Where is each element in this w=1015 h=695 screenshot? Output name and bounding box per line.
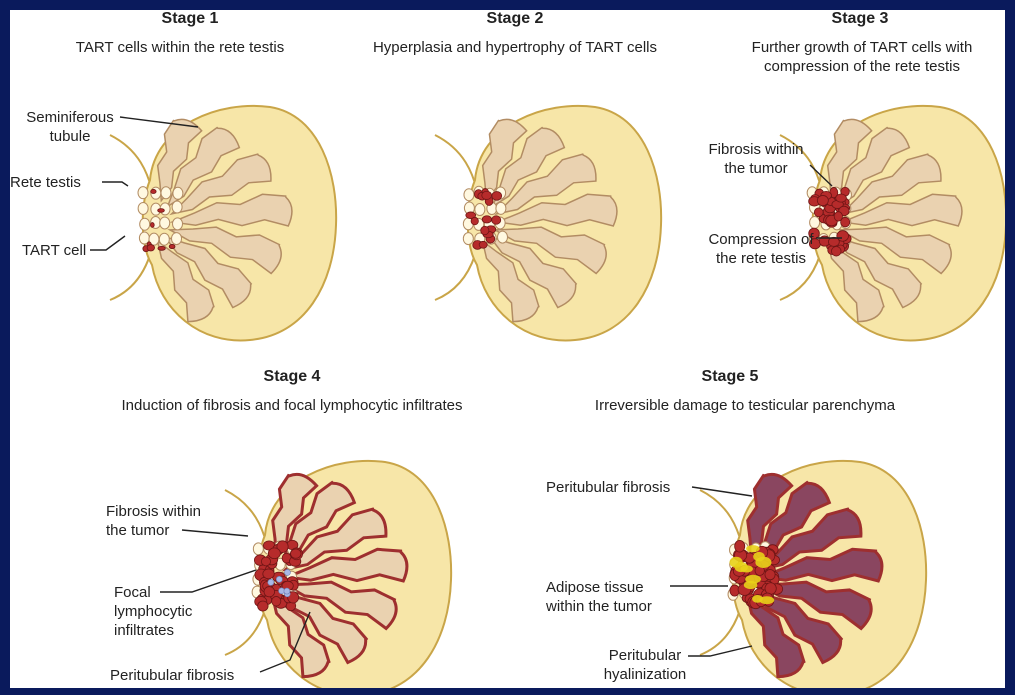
leader-peritubular-fibrosis-stage4 <box>260 612 310 672</box>
label-fibrosis-within-tumor-stage4: Fibrosis within the tumor <box>106 502 216 540</box>
label-rete-testis: Rete testis <box>10 173 81 192</box>
diagram-frame: Stage 1 TART cells within the rete testi… <box>10 10 1005 688</box>
label-tart-cell: TART cell <box>22 241 86 260</box>
leader-seminiferous-tubule <box>120 117 198 127</box>
leader-tart-cell <box>90 236 125 250</box>
label-seminiferous-tubule: Seminiferous tubule <box>20 108 120 146</box>
label-adipose-tissue-within-tumor: Adipose tissue within the tumor <box>546 578 670 616</box>
label-peritubular-fibrosis-stage4: Peritubular fibrosis <box>110 666 234 685</box>
leader-rete-testis <box>102 182 128 186</box>
label-peritubular-fibrosis-stage5: Peritubular fibrosis <box>546 478 670 497</box>
label-fibrosis-within-tumor-stage3: Fibrosis within the tumor <box>700 140 812 178</box>
leader-fibrosis-stage3 <box>810 165 832 186</box>
label-compression-rete-testis: Compression of the rete testis <box>700 230 822 268</box>
label-focal-lymphocytic-infiltrates: Focal lymphocytic infiltrates <box>114 583 204 640</box>
leader-peritubular-fibrosis-stage5 <box>692 487 752 496</box>
label-peritubular-hyalinization: Peritubular hyalinization <box>590 646 700 684</box>
